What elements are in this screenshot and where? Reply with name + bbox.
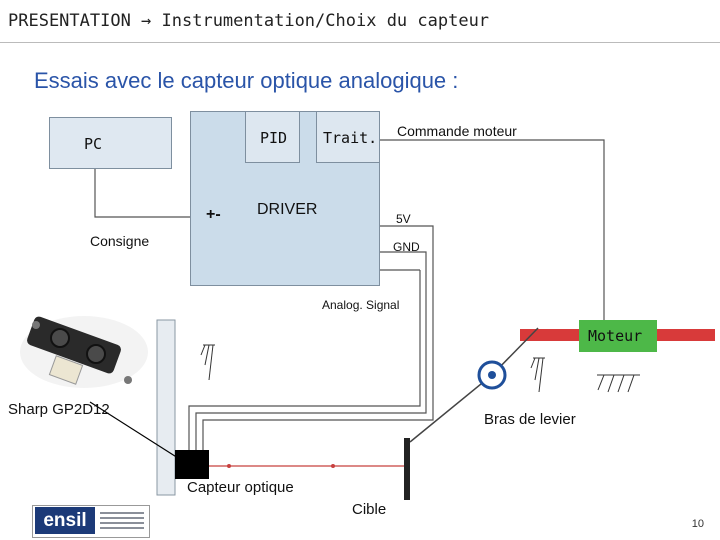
- wall-post: [156, 319, 176, 496]
- plus-minus-label: +-: [206, 206, 221, 223]
- trait-box: Trait.: [316, 111, 380, 163]
- header-divider: [0, 42, 720, 43]
- commande-moteur-label: Commande moteur: [397, 123, 517, 139]
- v5-label: 5V: [396, 212, 411, 226]
- moteur-label: Moteur: [588, 327, 643, 345]
- gnd-label: GND: [393, 240, 420, 254]
- ground-hatch-right-icon: [597, 374, 640, 393]
- driver-label: DRIVER: [257, 201, 318, 218]
- lever-arm-lower: [409, 374, 493, 443]
- moteur-box: Moteur: [579, 320, 657, 352]
- target-plate: [404, 438, 410, 500]
- sharp-pointer-line: [89, 401, 179, 459]
- slide-subtitle: Essais avec le capteur optique analogiqu…: [34, 68, 459, 93]
- pid-box: PID: [245, 111, 300, 163]
- consigne-wire: [94, 169, 206, 218]
- v5-wire: [202, 225, 434, 450]
- ensil-logo: ensil: [32, 505, 150, 538]
- analog-signal-label: Analog. Signal: [322, 298, 400, 312]
- pc-box: PC: [49, 117, 172, 169]
- ground-hatch-mid-icon: [530, 357, 545, 393]
- bras-de-levier-label: Bras de levier: [484, 411, 576, 428]
- trait-label: Trait.: [323, 129, 378, 147]
- page-number: 10: [691, 518, 704, 530]
- sharp-sensor-image: [20, 316, 148, 388]
- capteur-optique-block: [175, 450, 209, 479]
- breadcrumb: PRESENTATION → Instrumentation/Choix du …: [8, 11, 490, 31]
- capteur-optique-label: Capteur optique: [187, 479, 294, 496]
- pid-label: PID: [260, 129, 288, 147]
- commande-moteur-wire: [380, 139, 605, 320]
- ground-hatch-left-icon: [200, 344, 215, 381]
- cible-label: Cible: [352, 501, 387, 518]
- slide-header: PRESENTATION → Instrumentation/Choix du …: [0, 0, 720, 44]
- pc-label: PC: [84, 135, 103, 153]
- sharp-label: Sharp GP2D12: [8, 401, 110, 418]
- ensil-logo-word: ensil: [35, 507, 95, 534]
- signal-wire: [188, 270, 421, 450]
- consigne-label: Consigne: [90, 233, 150, 249]
- gnd-wire: [195, 251, 427, 450]
